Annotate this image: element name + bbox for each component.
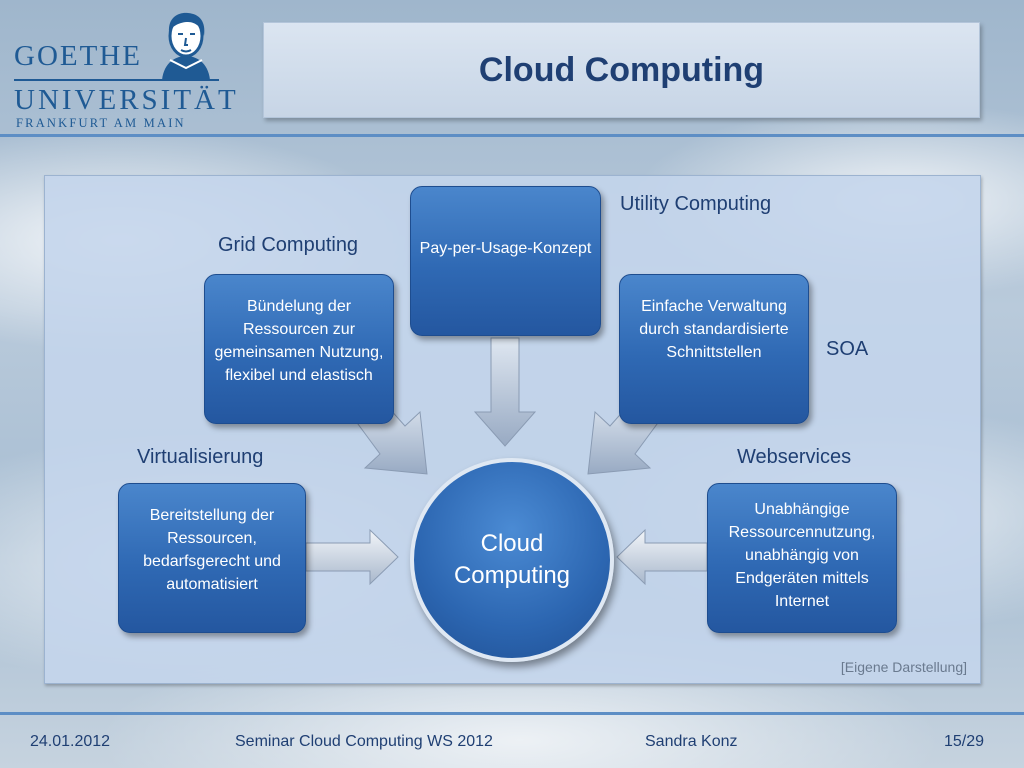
footer-author: Sandra Konz [645,733,738,750]
label-webservices: Webservices [737,446,852,468]
node-soa-text: Einfache Verwaltung durch standardisiert… [639,298,789,361]
header-divider [0,134,1024,137]
node-webservices-text: Unabhängige Ressourcennutzung, unabhängi… [728,501,876,610]
node-virtualisierung: Bereitstellung der Ressourcen, bedarfsge… [118,483,306,633]
source-note: [Eigene Darstellung] [840,659,967,675]
footer-divider [0,712,1024,715]
footer-page-number: 15/29 [944,733,985,750]
center-text: Cloud Computing [453,530,571,589]
node-soa: Einfache Verwaltung durch standardisiert… [619,274,809,424]
node-grid-computing: Bündelung der Ressourcen zur gemeinsamen… [204,274,394,424]
title-box: Cloud Computing [263,22,980,118]
university-logo: GOETHE UNIVERSITÄT FRANKFURT AM MAIN [12,10,237,130]
node-utility-text: Pay-per-Usage-Konzept [419,240,592,257]
logo-line-universitaet: UNIVERSITÄT [14,84,239,116]
footer-date: 24.01.2012 [30,733,111,750]
node-webservices: Unabhängige Ressourcennutzung, unabhängi… [707,483,897,633]
label-virtualisierung: Virtualisierung [137,446,264,468]
goethe-portrait-icon [162,12,210,80]
logo-rule [14,79,219,81]
label-soa: SOA [826,338,869,360]
node-virtualisierung-text: Bereitstellung der Ressourcen, bedarfsge… [143,507,281,593]
center-cloud-computing: Cloud Computing [410,458,614,662]
node-grid-text: Bündelung der Ressourcen zur gemeinsamen… [214,298,384,384]
logo-line-goethe: GOETHE [14,40,142,72]
node-utility-computing: Pay-per-Usage-Konzept [410,186,601,336]
logo-line-location: FRANKFURT AM MAIN [16,116,186,130]
footer-seminar: Seminar Cloud Computing WS 2012 [235,733,493,750]
label-grid-computing: Grid Computing [218,234,359,256]
label-utility-computing: Utility Computing [620,193,772,215]
slide-title: Cloud Computing [478,50,765,89]
